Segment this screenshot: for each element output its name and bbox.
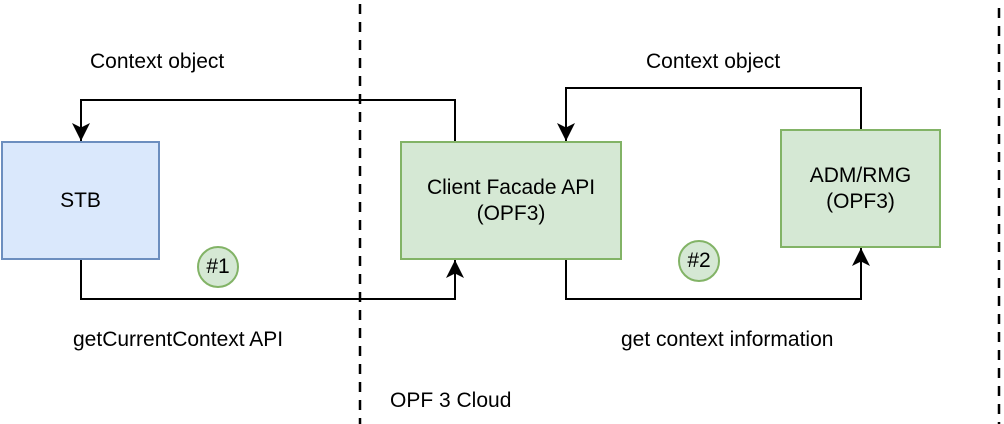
edge-label-get-current-context: getCurrentContext API — [73, 328, 284, 351]
node-client-facade-api-label: Client Facade API — [426, 175, 596, 199]
edge-label-context-object-left: Context object — [90, 50, 225, 73]
node-client-facade-api-sublabel: (OPF3) — [476, 201, 546, 225]
node-adm-rmg: ADM/RMG (OPF3) — [780, 129, 941, 248]
connector-get-context-information — [565, 248, 870, 300]
connector-context-object-right — [557, 87, 862, 141]
node-client-facade-api: Client Facade API (OPF3) — [400, 141, 622, 260]
connector-context-object-left — [72, 99, 456, 141]
edge-label-context-object-right: Context object — [646, 50, 781, 73]
connector-get-current-context — [80, 260, 464, 300]
step-badge-2-label: #2 — [687, 249, 711, 272]
step-badge-1-label: #1 — [206, 255, 230, 278]
cloud-region-label: OPF 3 Cloud — [390, 389, 512, 412]
step-badge-1: #1 — [197, 246, 239, 288]
node-stb: STB — [1, 141, 160, 260]
node-adm-rmg-label: ADM/RMG — [809, 163, 912, 187]
step-badge-2: #2 — [678, 240, 720, 282]
node-stb-label: STB — [60, 188, 101, 212]
node-adm-rmg-sublabel: (OPF3) — [826, 189, 895, 213]
edge-label-get-context-information: get context information — [621, 328, 834, 351]
